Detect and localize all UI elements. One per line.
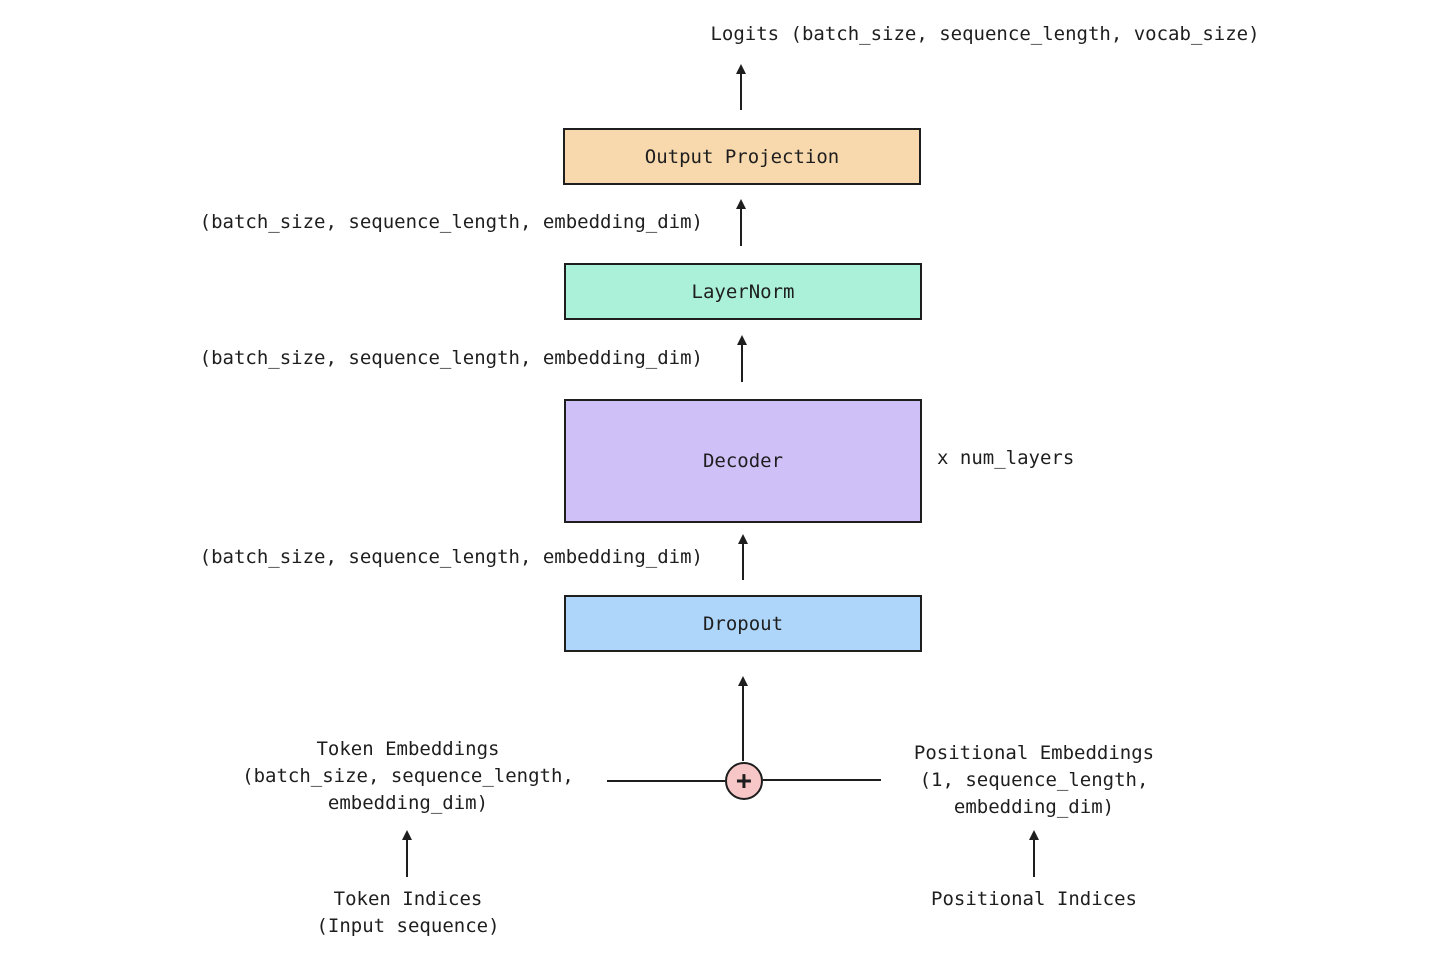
shape-label-after-decoder: (batch_size, sequence_length, embedding_… (199, 347, 703, 369)
dropout-box: Dropout (564, 595, 922, 652)
output-projection-label: Output Projection (644, 145, 840, 168)
output-projection-box: Output Projection (563, 128, 921, 185)
decoder-label: Decoder (702, 450, 784, 472)
positional-embeddings-title: Positional Embeddings (913, 742, 1155, 764)
token-embeddings-shape-line2: embedding_dim) (327, 792, 489, 814)
token-indices-subtitle: (Input sequence) (316, 915, 500, 937)
add-node: + (725, 762, 763, 800)
shape-label-after-dropout: (batch_size, sequence_length, embedding_… (199, 546, 703, 568)
layernorm-label: LayerNorm (691, 280, 795, 303)
token-embeddings-label: Token Embeddings (batch_size, sequence_l… (242, 736, 574, 817)
logits-label: Logits (batch_size, sequence_length, voc… (710, 23, 1260, 45)
token-embeddings-title: Token Embeddings (316, 738, 500, 760)
layernorm-box: LayerNorm (564, 263, 922, 320)
dropout-label: Dropout (702, 612, 784, 635)
decoder-box: Decoder (564, 399, 922, 523)
positional-indices-label: Positional Indices (931, 888, 1137, 910)
token-indices-label: Token Indices (Input sequence) (316, 886, 499, 940)
token-embeddings-shape-line1: (batch_size, sequence_length, (242, 765, 574, 787)
token-indices-title: Token Indices (333, 888, 483, 910)
shape-label-after-layernorm: (batch_size, sequence_length, embedding_… (199, 211, 703, 233)
decoder-repeat-label: x num_layers (937, 447, 1075, 469)
positional-embeddings-label: Positional Embeddings (1, sequence_lengt… (914, 740, 1154, 821)
positional-embeddings-shape-line1: (1, sequence_length, (919, 769, 1149, 791)
positional-embeddings-shape-line2: embedding_dim) (953, 796, 1115, 818)
plus-icon: + (736, 766, 752, 796)
